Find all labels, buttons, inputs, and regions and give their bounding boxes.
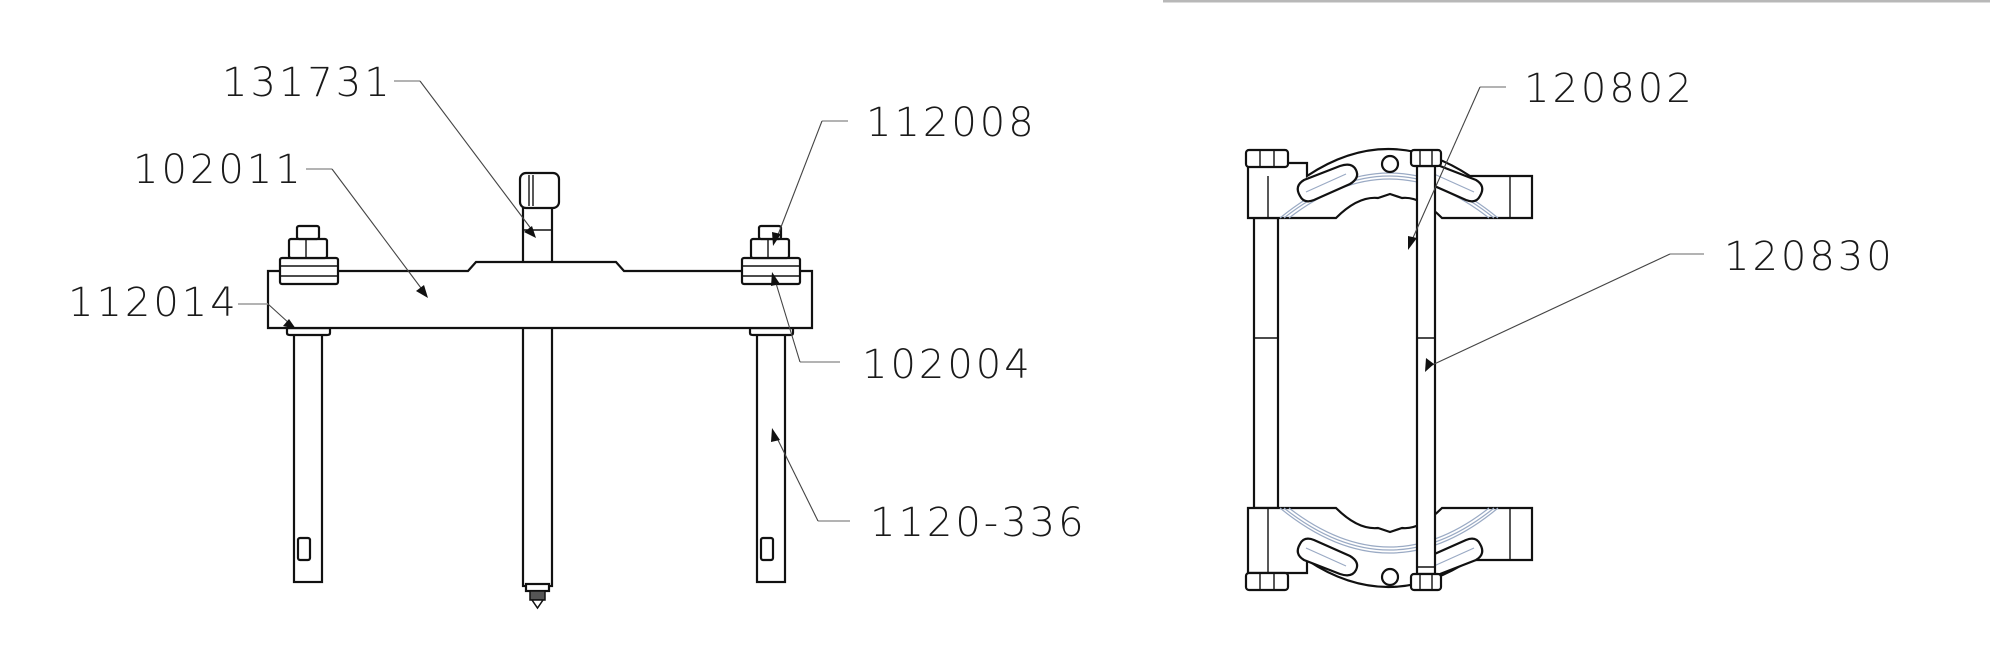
callout-102004: 102004	[771, 272, 1033, 388]
callout-120802: 120802	[1408, 66, 1695, 250]
svg-text:102011: 102011	[133, 147, 304, 193]
left-leg-washer	[285, 326, 332, 337]
callout-131731: 131731	[222, 60, 536, 238]
center-forcing-screw	[518, 171, 561, 610]
separator-bottom-half	[1244, 506, 1534, 592]
puller-assembly: 131731 102011 112014 112008 102004	[68, 60, 1087, 610]
svg-text:120802: 120802	[1524, 66, 1695, 112]
callout-120830: 120830	[1425, 234, 1895, 372]
callout-102011: 102011	[133, 147, 428, 298]
separator-left-rod	[1252, 216, 1280, 510]
right-nut-stack	[740, 224, 802, 286]
right-leg-washer	[748, 326, 795, 337]
left-leg	[292, 330, 324, 584]
cross-bar	[266, 260, 814, 330]
callout-1120-336: 1120-336	[771, 428, 1087, 546]
separator-top-half	[1244, 147, 1534, 220]
svg-text:112014: 112014	[68, 280, 239, 326]
svg-text:102004: 102004	[862, 342, 1033, 388]
separator-bolt	[1409, 148, 1443, 592]
svg-text:112008: 112008	[866, 100, 1037, 146]
callout-112008: 112008	[772, 100, 1037, 246]
svg-text:1120-336: 1120-336	[870, 500, 1087, 546]
bearing-separator: 120802 120830	[1244, 66, 1895, 592]
svg-text:131731: 131731	[222, 60, 393, 106]
right-leg	[755, 330, 787, 584]
svg-text:120830: 120830	[1724, 234, 1895, 280]
callout-112014: 112014	[68, 280, 296, 329]
left-nut-stack	[278, 224, 340, 286]
